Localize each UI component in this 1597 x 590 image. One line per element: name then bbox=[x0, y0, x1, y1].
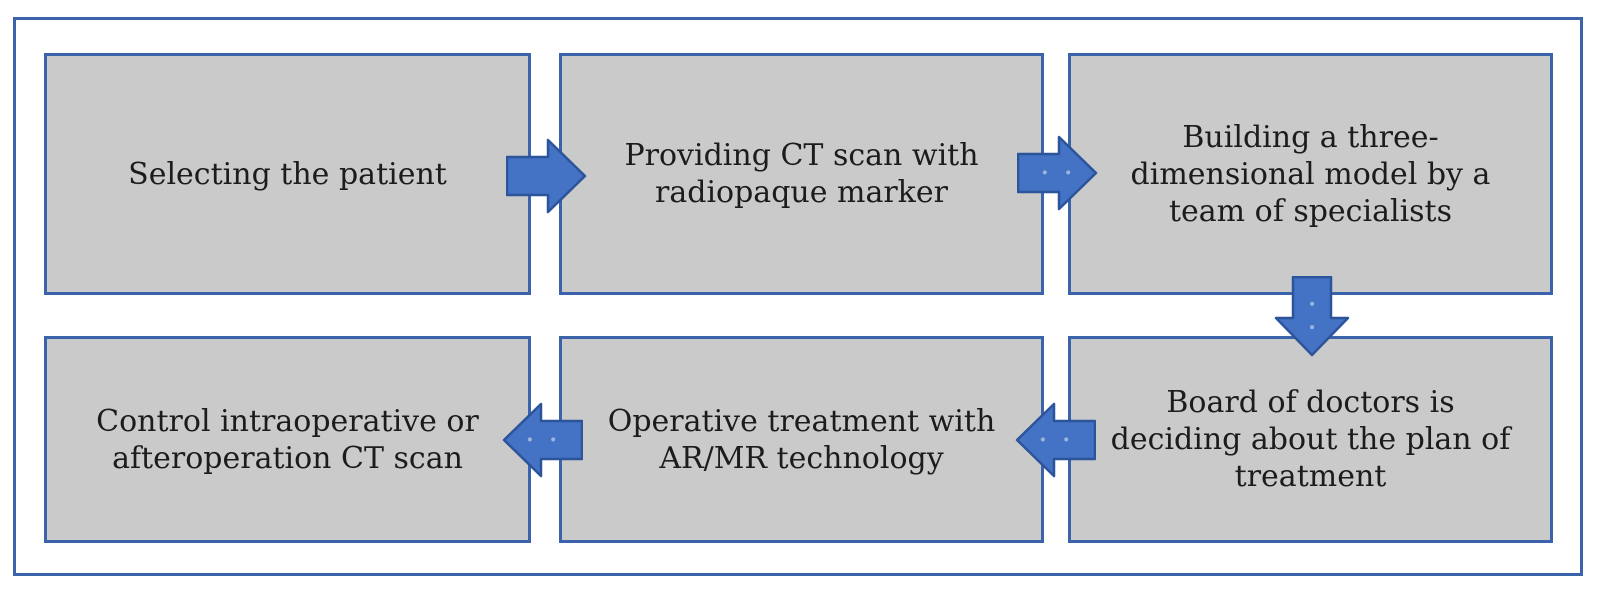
step-box-board-of-doctors: Board of doctors is deciding about the p… bbox=[1068, 336, 1553, 543]
step-box-selecting-patient: Selecting the patient bbox=[44, 53, 531, 295]
step-box-3d-model: Building a three- dimensional model by a… bbox=[1068, 53, 1553, 295]
step-box-control-ct-scan: Control intraoperative or afteroperation… bbox=[44, 336, 531, 543]
step-label: Selecting the patient bbox=[128, 156, 447, 192]
arrow-left-icon: · · bbox=[1015, 401, 1096, 479]
step-label: Building a three- dimensional model by a… bbox=[1130, 119, 1491, 229]
arrow-right-icon bbox=[506, 137, 587, 215]
step-label: Operative treatment with AR/MR technolog… bbox=[607, 403, 996, 476]
arrow-left-icon: · · bbox=[502, 401, 583, 479]
arrow-down-icon: · · bbox=[1273, 276, 1351, 357]
step-label: Control intraoperative or afteroperation… bbox=[96, 403, 479, 476]
step-label: Board of doctors is deciding about the p… bbox=[1110, 385, 1511, 494]
step-box-operative-treatment: Operative treatment with AR/MR technolog… bbox=[559, 336, 1044, 543]
step-label: Providing CT scan with radiopaque marker bbox=[624, 138, 979, 210]
arrow-right-icon: · · bbox=[1017, 134, 1098, 212]
step-box-ct-scan-marker: Providing CT scan with radiopaque marker bbox=[559, 53, 1044, 295]
